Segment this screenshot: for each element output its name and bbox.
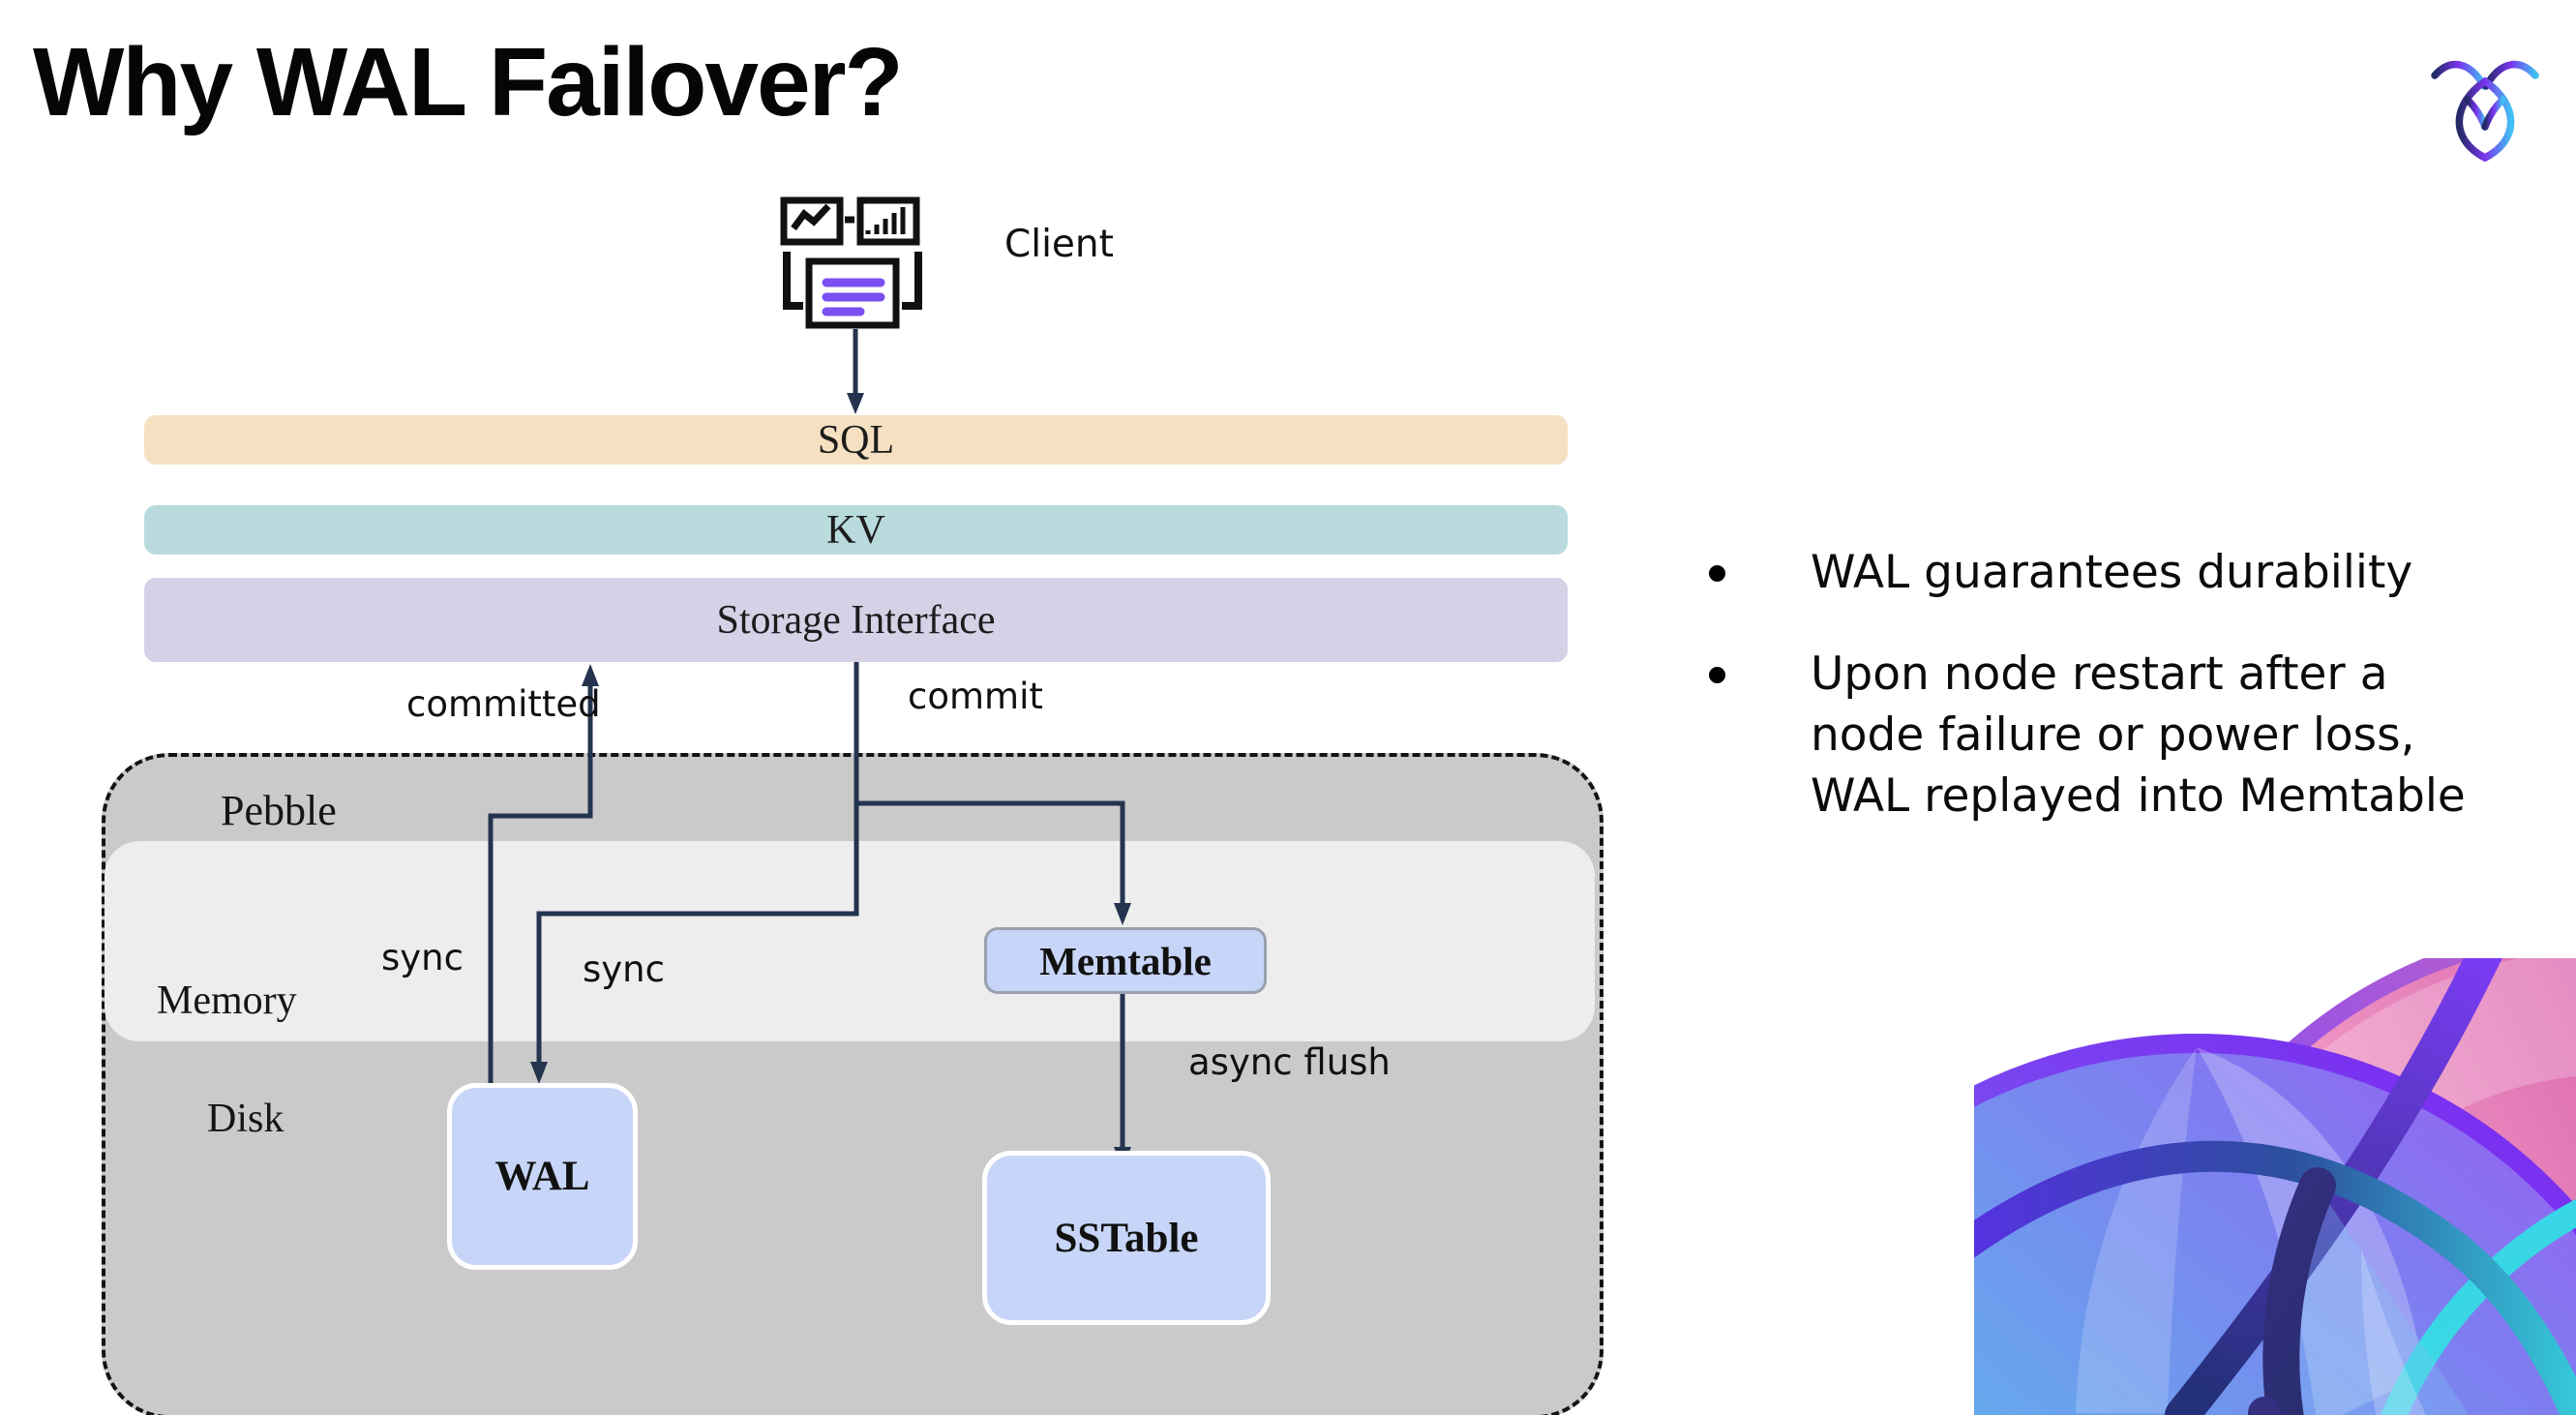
disk-label: Disk bbox=[207, 1097, 285, 1141]
memtable-label: Memtable bbox=[1039, 938, 1212, 983]
commit-edge-label: commit bbox=[908, 676, 1043, 717]
committed-edge-label: committed bbox=[406, 683, 601, 725]
layer-storage-label: Storage Interface bbox=[716, 597, 996, 643]
memory-label: Memory bbox=[157, 978, 297, 1023]
bullet-item: WAL guarantees durability bbox=[1709, 542, 2551, 603]
wal-label: WAL bbox=[494, 1154, 590, 1199]
layer-sql-label: SQL bbox=[817, 417, 895, 463]
cockroachdb-logo-icon bbox=[2431, 60, 2539, 163]
memtable-node: Memtable bbox=[984, 927, 1267, 994]
layer-kv: KV bbox=[144, 505, 1568, 555]
sync-left-edge-label: sync bbox=[381, 937, 464, 978]
async-flush-edge-label: async flush bbox=[1188, 1041, 1391, 1083]
bullet-dot bbox=[1709, 667, 1725, 683]
bullet-dot bbox=[1709, 565, 1725, 582]
sstable-label: SSTable bbox=[1054, 1215, 1199, 1261]
layer-storage-interface: Storage Interface bbox=[144, 578, 1568, 662]
page-title: Why WAL Failover? bbox=[33, 28, 904, 136]
bullet-item: Upon node restart after a node failure o… bbox=[1709, 644, 2551, 827]
bullet-text: Upon node restart after a node failure o… bbox=[1811, 647, 2466, 823]
sync-right-edge-label: sync bbox=[583, 948, 665, 990]
bullet-list: WAL guarantees durability Upon node rest… bbox=[1709, 542, 2551, 867]
sstable-node: SSTable bbox=[982, 1151, 1271, 1325]
layer-sql: SQL bbox=[144, 415, 1568, 465]
client-monitor-icon bbox=[780, 196, 922, 329]
cockroach-corner-art-icon bbox=[1974, 958, 2576, 1415]
layer-kv-label: KV bbox=[826, 507, 885, 553]
client-label: Client bbox=[1004, 223, 1114, 266]
pebble-label: Pebble bbox=[221, 787, 337, 834]
wal-node: WAL bbox=[447, 1083, 638, 1270]
bullet-text: WAL guarantees durability bbox=[1811, 546, 2413, 599]
memory-band bbox=[105, 841, 1595, 1041]
